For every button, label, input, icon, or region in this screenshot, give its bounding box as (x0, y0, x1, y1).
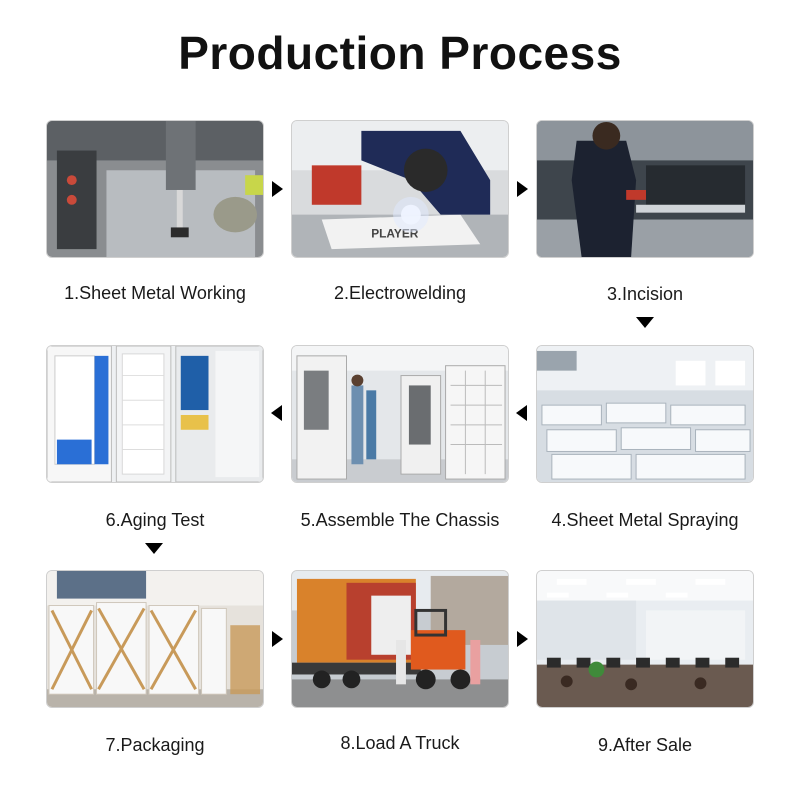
arrow-right-7-8 (272, 631, 283, 647)
step-label-8: 8.Load A Truck (340, 733, 460, 753)
photo-electrowelding: PLAYER (291, 120, 509, 258)
step-label-4: 4.Sheet Metal Spraying (551, 510, 739, 530)
photo-aging-test (46, 345, 264, 483)
arrow-left-5-6 (271, 405, 282, 421)
step-label-9: 9.After Sale (597, 735, 693, 755)
step-label-2: 2.Electrowelding (333, 283, 467, 303)
photo-incision (536, 120, 754, 258)
arrow-right-1-2 (272, 181, 283, 197)
arrow-right-2-3 (517, 181, 528, 197)
photo-assemble-chassis (291, 345, 509, 483)
photo-sheet-metal-working (46, 120, 264, 258)
arrow-down-6-7 (145, 543, 163, 554)
step-label-3: 3.Incision (606, 284, 684, 304)
step-label-6: 6.Aging Test (105, 510, 205, 530)
arrow-right-8-9 (517, 631, 528, 647)
photo-after-sale (536, 570, 754, 708)
step-label-7: 7.Packaging (105, 735, 205, 755)
page-title: Production Process (178, 27, 622, 79)
step-label-5: 5.Assemble The Chassis (300, 510, 500, 530)
photo-load-truck (291, 570, 509, 708)
photo-sheet-metal-spraying (536, 345, 754, 483)
photo-packaging (46, 570, 264, 708)
arrow-left-4-5 (516, 405, 527, 421)
arrow-down-3-4 (636, 317, 654, 328)
step-label-1: 1.Sheet Metal Working (64, 283, 246, 303)
